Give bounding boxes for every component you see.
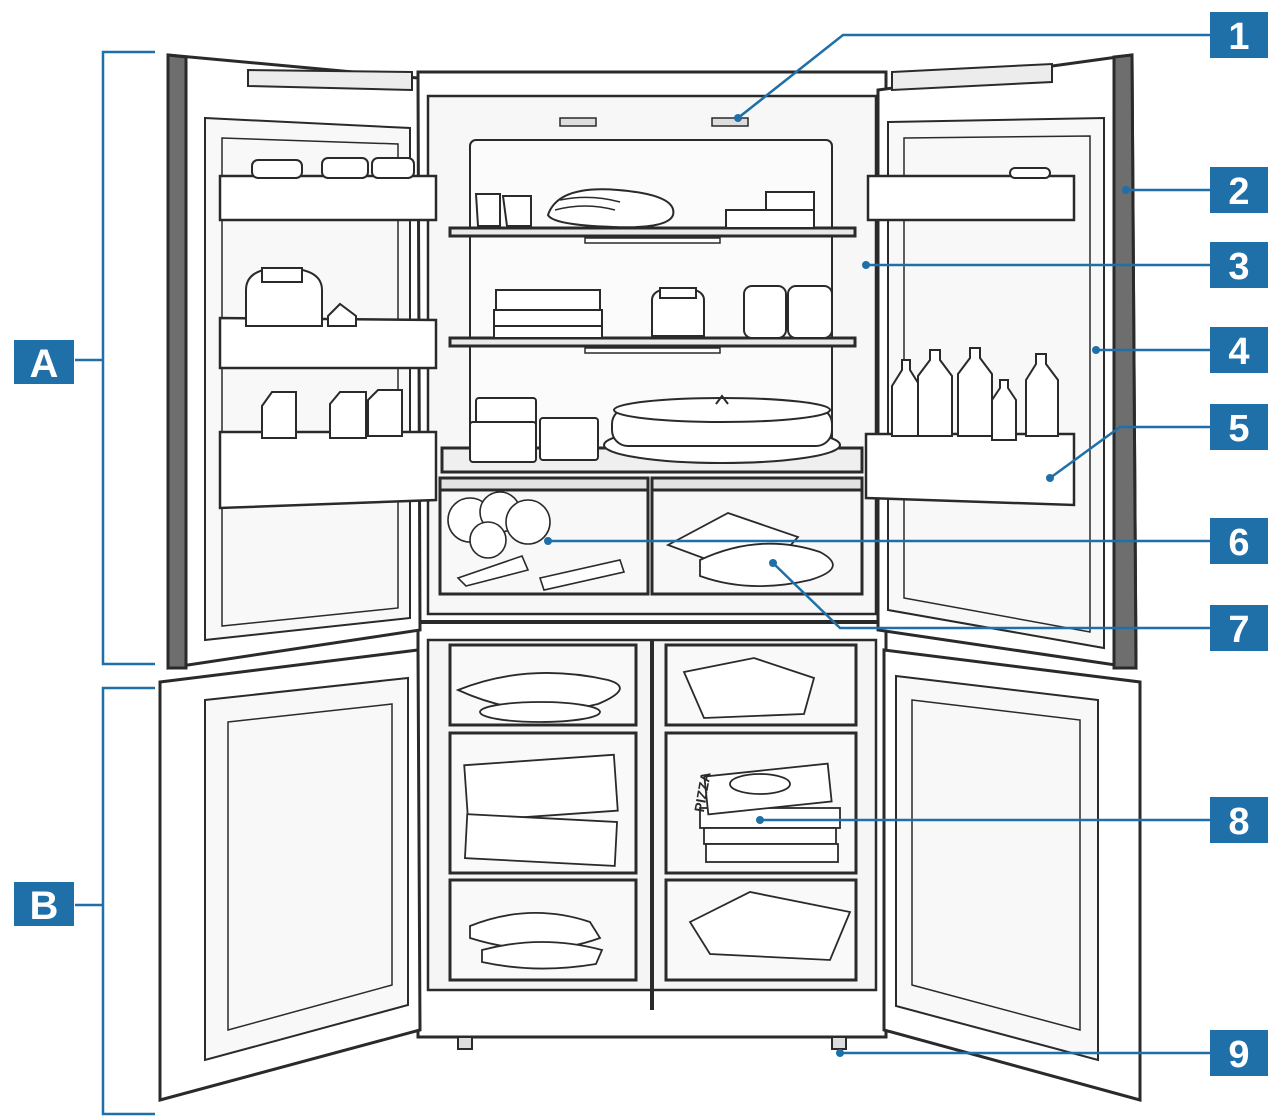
- callout-9: 9: [1210, 1030, 1268, 1076]
- callout-2: 2: [1210, 167, 1268, 213]
- callout-text-8: 8: [1228, 801, 1249, 843]
- shelf-items-middle: [493, 285, 833, 339]
- callout-1: 1: [1210, 12, 1268, 58]
- leader-line-1: [737, 33, 1210, 119]
- callout-text-1: 1: [1228, 16, 1249, 58]
- left-door-items: [245, 157, 415, 439]
- section-bracket-a: [75, 50, 155, 666]
- callout-text-2: 2: [1228, 171, 1249, 213]
- meat-packages: [665, 512, 834, 588]
- leader-line-5: [1049, 425, 1210, 480]
- left-door-bins: [218, 174, 438, 510]
- vegetables: [447, 491, 626, 591]
- frozen-foods: [455, 657, 852, 970]
- shelf-items-top: [474, 188, 815, 229]
- callout-4: 4: [1210, 327, 1268, 373]
- right-door-bottles: [891, 167, 1059, 441]
- callout-8: 8: [1210, 797, 1268, 843]
- callout-text-4: 4: [1228, 331, 1249, 373]
- fridge-feet: [457, 1036, 847, 1050]
- section-text-b: B: [30, 884, 59, 928]
- pizza-box-label: PIZZA: [691, 771, 714, 814]
- left-lower-door: [158, 648, 422, 1102]
- callout-6: 6: [1210, 518, 1268, 564]
- leader-line-7: [772, 562, 1210, 630]
- section-text-a: A: [30, 342, 59, 386]
- section-label-a: A: [14, 340, 74, 386]
- callout-3: 3: [1210, 242, 1268, 288]
- section-badge-b: [14, 882, 74, 926]
- right-door-bins: [864, 174, 1076, 507]
- shelf-items-lower: [469, 394, 841, 464]
- callout-text-5: 5: [1228, 408, 1249, 450]
- callout-7: 7: [1210, 605, 1268, 651]
- right-lower-door: [882, 648, 1142, 1102]
- section-bracket-b: [75, 686, 155, 1116]
- callout-5: 5: [1210, 404, 1268, 450]
- callout-text-3: 3: [1228, 246, 1249, 288]
- leader-dots: [544, 114, 1130, 1057]
- leader-lines: [548, 33, 1210, 1055]
- callout-text-7: 7: [1228, 609, 1249, 651]
- right-upper-door: [876, 53, 1138, 670]
- section-label-b: B: [14, 882, 74, 928]
- callout-text-6: 6: [1228, 522, 1249, 564]
- callout-text-9: 9: [1228, 1034, 1249, 1076]
- section-badge-a: [14, 340, 74, 384]
